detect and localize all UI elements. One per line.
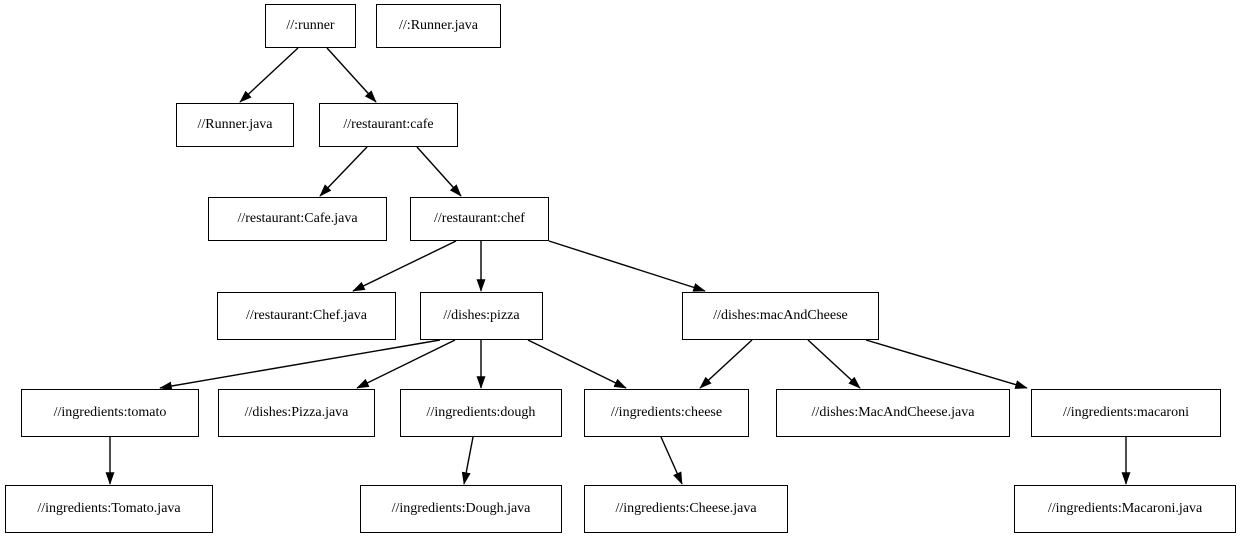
graph-node-label: //ingredients:cheese (610, 405, 723, 420)
graph-node-restaurant_chef[interactable]: //restaurant:chef (410, 197, 549, 241)
graph-node-label: //:Runner.java (399, 18, 478, 33)
graph-node-label: //ingredients:Cheese.java (615, 501, 757, 516)
graph-node-label: //ingredients:dough (426, 405, 536, 420)
graph-node-dough_java[interactable]: //ingredients:Dough.java (360, 485, 562, 533)
graph-node-mac_java[interactable]: //dishes:MacAndCheese.java (776, 389, 1010, 437)
graph-node-label: //restaurant:Cafe.java (237, 211, 358, 226)
graph-node-label: //dishes:MacAndCheese.java (811, 405, 975, 420)
graph-node-label: //ingredients:tomato (53, 405, 167, 420)
graph-node-ing_tomato[interactable]: //ingredients:tomato (21, 389, 199, 437)
graph-node-tomato_java[interactable]: //ingredients:Tomato.java (5, 485, 213, 533)
graph-node-label: //dishes:macAndCheese (713, 308, 848, 323)
graph-node-macaroni_java[interactable]: //ingredients:Macaroni.java (1014, 485, 1236, 533)
graph-node-ing_macaroni[interactable]: //ingredients:macaroni (1031, 389, 1221, 437)
graph-node-runner_java_root[interactable]: //:Runner.java (376, 4, 501, 48)
graph-node-restaurant_cafe[interactable]: //restaurant:cafe (319, 103, 458, 147)
graph-node-label: //Runner.java (197, 117, 273, 132)
graph-node-label: //ingredients:macaroni (1063, 405, 1189, 420)
graph-node-dishes_mac[interactable]: //dishes:macAndCheese (682, 292, 879, 340)
graph-node-label: //:runner (286, 18, 335, 33)
graph-node-label: //ingredients:Tomato.java (37, 501, 181, 516)
graph-node-ing_cheese[interactable]: //ingredients:cheese (584, 389, 749, 437)
graph-node-cafe_java[interactable]: //restaurant:Cafe.java (208, 197, 387, 241)
graph-node-label: //restaurant:chef (434, 211, 525, 226)
graph-node-label: //restaurant:cafe (343, 117, 434, 132)
graph-node-label: //ingredients:Macaroni.java (1047, 501, 1203, 516)
graph-node-label: //ingredients:Dough.java (391, 501, 531, 516)
graph-node-runner_java[interactable]: //Runner.java (176, 103, 294, 147)
graph-node-runner_rule[interactable]: //:runner (265, 4, 356, 48)
graph-node-cheese_java[interactable]: //ingredients:Cheese.java (584, 485, 788, 533)
graph-node-chef_java[interactable]: //restaurant:Chef.java (217, 292, 396, 340)
graph-node-label: //restaurant:Chef.java (246, 308, 367, 323)
graph-node-ing_dough[interactable]: //ingredients:dough (400, 389, 562, 437)
graph-node-pizza_java[interactable]: //dishes:Pizza.java (218, 389, 375, 437)
graph-node-label: //dishes:Pizza.java (244, 405, 349, 420)
graph-node-label: //dishes:pizza (443, 308, 520, 323)
graph-node-dishes_pizza[interactable]: //dishes:pizza (420, 292, 543, 340)
